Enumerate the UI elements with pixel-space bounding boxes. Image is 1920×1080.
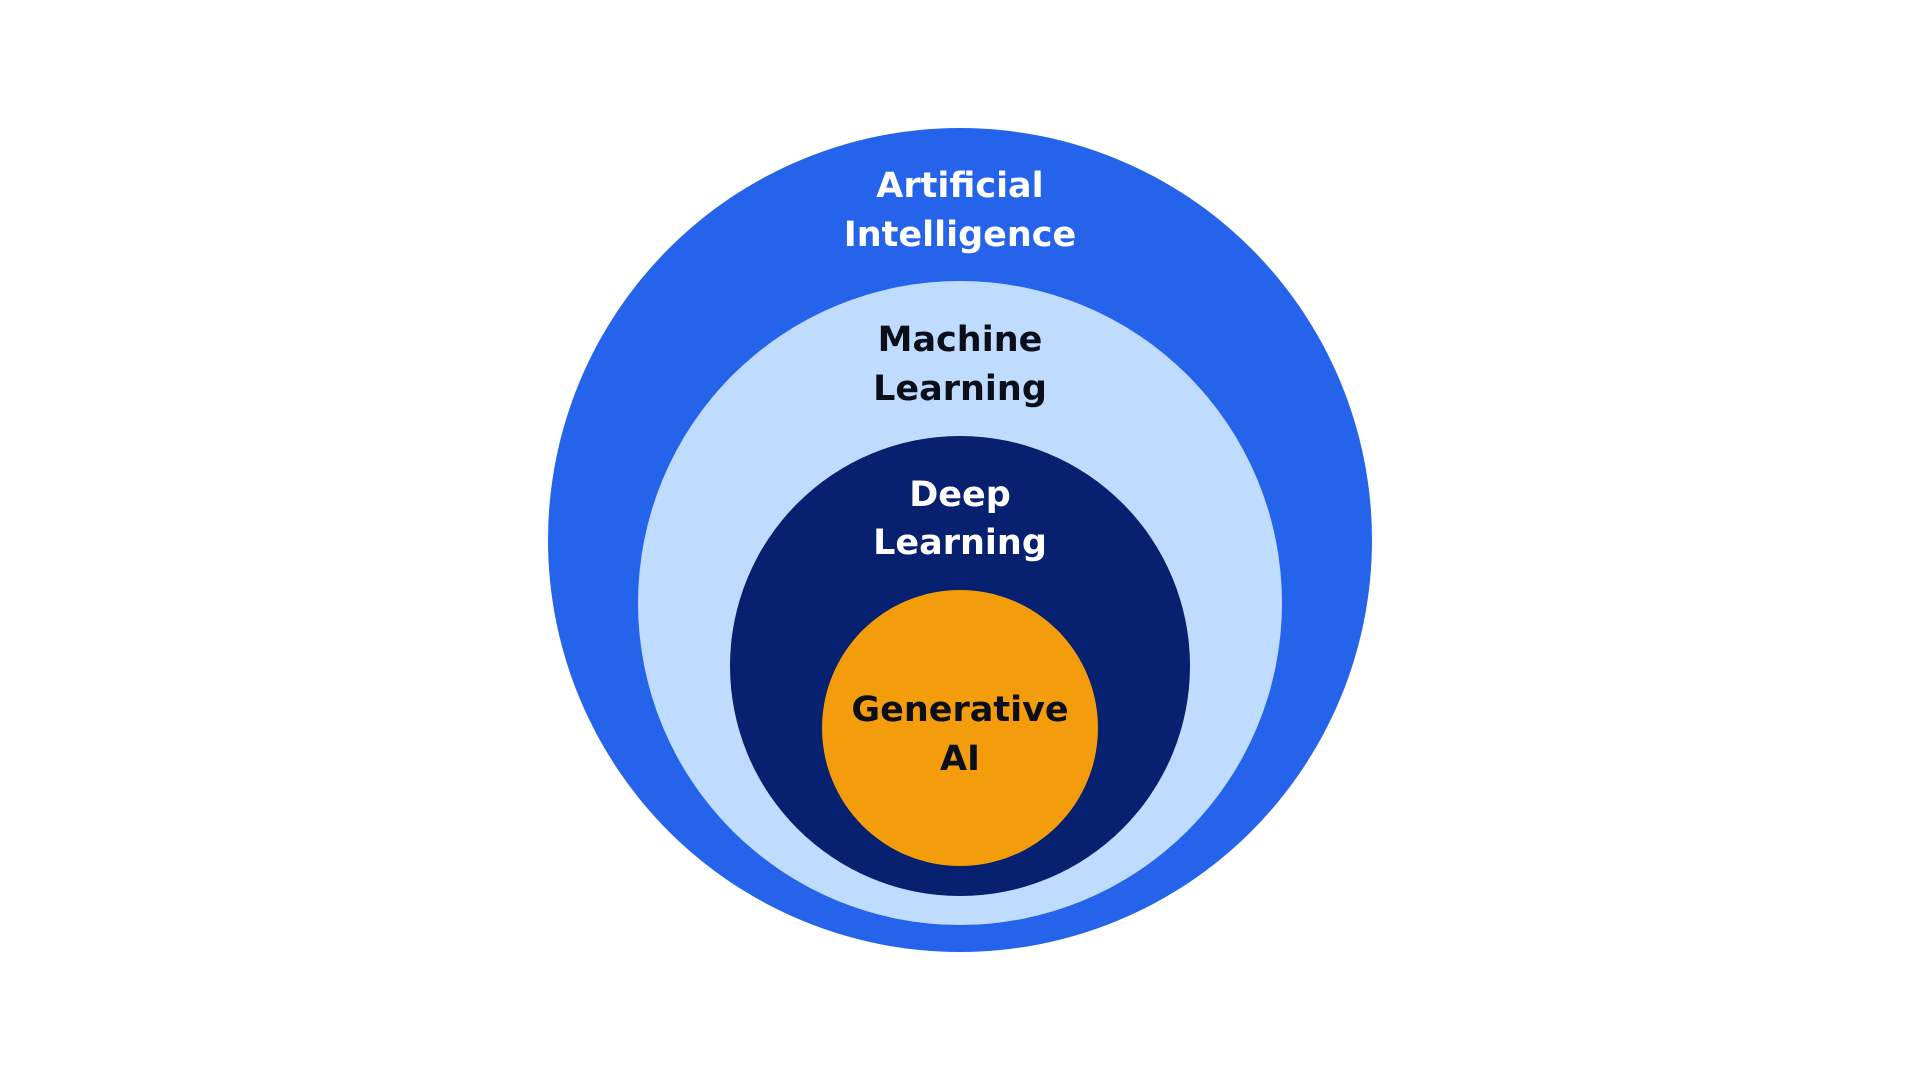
label-artificial-intelligence-line2: Intelligence — [844, 215, 1077, 255]
label-machine-learning-line1: Machine — [878, 320, 1043, 360]
circle-generative-ai — [822, 590, 1098, 866]
label-deep-learning-line1: Deep — [909, 475, 1011, 515]
label-deep-learning-line2: Learning — [873, 523, 1047, 563]
label-machine-learning-line2: Learning — [873, 369, 1047, 409]
label-generative-ai-line2: AI — [940, 739, 980, 779]
label-artificial-intelligence-line1: Artificial — [876, 166, 1043, 206]
label-generative-ai-line1: Generative — [851, 690, 1068, 730]
